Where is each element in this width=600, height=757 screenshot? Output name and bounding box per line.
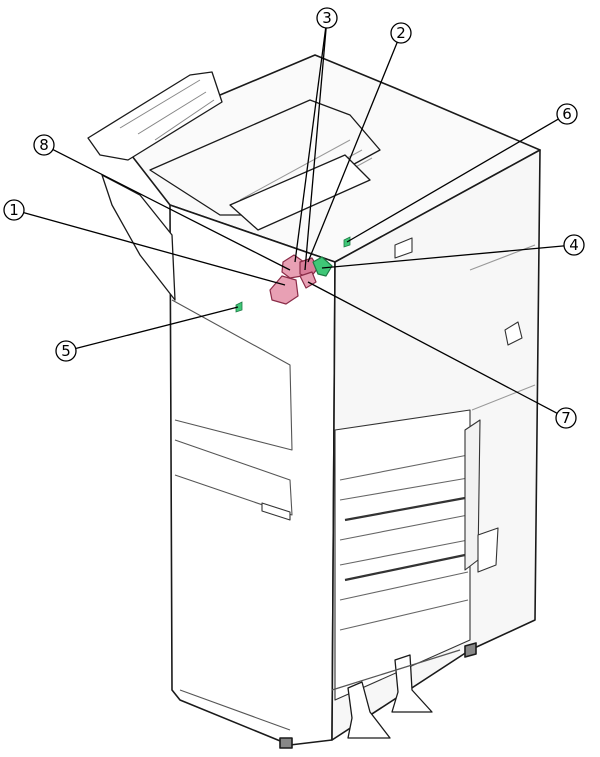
leader-line-3 bbox=[304, 27, 327, 271]
callout-1: 1 bbox=[3, 199, 25, 221]
callout-number: 1 bbox=[9, 201, 19, 219]
output-tray bbox=[87, 71, 381, 231]
callout-circle bbox=[563, 234, 585, 256]
callout-6: 6 bbox=[556, 103, 578, 125]
callout-number: 6 bbox=[562, 105, 572, 123]
callout-2: 2 bbox=[390, 22, 412, 44]
callout-circle bbox=[3, 199, 25, 221]
callout-circle bbox=[555, 407, 577, 429]
wheel bbox=[464, 642, 477, 658]
leader-line-5 bbox=[75, 306, 239, 350]
callout-number: 7 bbox=[561, 409, 571, 427]
leader-lines bbox=[23, 27, 565, 414]
leader-line-1 bbox=[23, 212, 286, 286]
callout-number: 8 bbox=[39, 136, 49, 154]
callout-8: 8 bbox=[33, 134, 55, 156]
tray-ribs bbox=[119, 79, 215, 141]
callout-number: 4 bbox=[569, 236, 579, 254]
right-internals bbox=[334, 237, 536, 701]
tray-inner bbox=[149, 99, 381, 216]
callout-4: 4 bbox=[563, 234, 585, 256]
part-4-green bbox=[312, 256, 333, 277]
foot bbox=[347, 681, 391, 739]
leader-line-3 bbox=[294, 27, 327, 263]
left-wing bbox=[101, 174, 176, 301]
callout-circle bbox=[390, 22, 412, 44]
callout-5: 5 bbox=[55, 340, 77, 362]
leader-line-4 bbox=[321, 245, 565, 269]
leader-line-2 bbox=[307, 42, 398, 263]
stand-feet bbox=[331, 649, 461, 739]
part-5-sensor bbox=[235, 301, 243, 313]
callout-3: 3 bbox=[316, 7, 338, 29]
callout-circle bbox=[33, 134, 55, 156]
callout-number: 2 bbox=[396, 24, 406, 42]
callout-7: 7 bbox=[555, 407, 577, 429]
leader-line-6 bbox=[346, 118, 559, 243]
leader-line-7 bbox=[307, 281, 558, 414]
callout-number: 5 bbox=[61, 342, 71, 360]
foot bbox=[391, 654, 433, 713]
leader-line-8 bbox=[52, 148, 291, 271]
callout-circle bbox=[316, 7, 338, 29]
wheel bbox=[279, 737, 293, 749]
tray-plate bbox=[87, 71, 223, 161]
front-panel-details bbox=[171, 299, 293, 731]
callout-circle bbox=[556, 103, 578, 125]
callout-circle bbox=[55, 340, 77, 362]
callout-number: 3 bbox=[322, 9, 332, 27]
callout-group: 1 2 3 4 5 6 7 8 bbox=[3, 7, 585, 429]
